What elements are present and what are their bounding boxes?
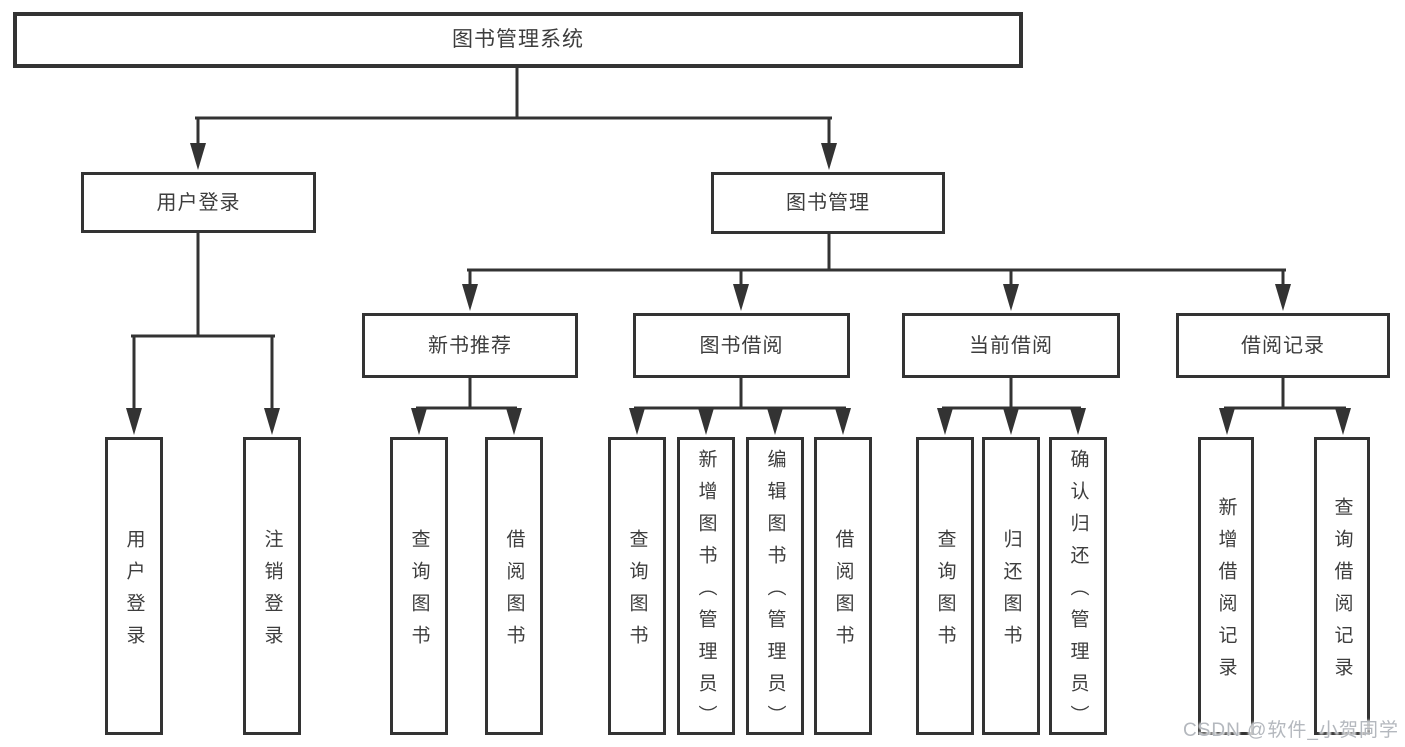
node-leaf-confirm-return: 确认归还（管理员）: [1049, 437, 1107, 737]
node-user-login: 用户登录: [81, 172, 316, 233]
node-label: 新增借阅记录: [1215, 496, 1237, 689]
arrowhead-down-icon: [462, 284, 478, 311]
node-root: 图书管理系统: [13, 12, 1023, 68]
arrowhead-down-icon: [126, 408, 142, 435]
node-leaf-edit-book: 编辑图书（管理员）: [746, 437, 804, 737]
node-label: 用户登录: [123, 528, 145, 657]
node-label: 借阅图书: [832, 528, 854, 657]
watermark-text: CSDN @软件_小贺同学: [1183, 720, 1399, 741]
node-label: 图书管理系统: [452, 28, 584, 52]
connector-root-split: [190, 66, 837, 170]
arrowhead-down-icon: [1070, 408, 1086, 435]
node-label: 查询图书: [934, 528, 956, 657]
arrowhead-down-icon: [767, 408, 783, 435]
node-label: 查询借阅记录: [1331, 496, 1353, 689]
connector-current-borrow-split: [937, 376, 1086, 435]
node-label: 借阅记录: [1241, 334, 1325, 357]
node-leaf-borrow-book-1: 借阅图书: [485, 437, 543, 735]
node-label: 编辑图书（管理员）: [764, 448, 786, 737]
node-current-borrow: 当前借阅: [902, 313, 1120, 378]
arrowhead-down-icon: [1003, 408, 1019, 435]
node-label: 图书管理: [786, 192, 870, 214]
node-book-borrow: 图书借阅: [633, 313, 850, 378]
arrowhead-down-icon: [1219, 408, 1235, 435]
connector-book-borrow-split: [629, 376, 851, 435]
arrowhead-down-icon: [190, 143, 206, 170]
node-label: 当前借阅: [969, 334, 1053, 357]
node-label: 新增图书（管理员）: [695, 448, 717, 737]
arrowhead-down-icon: [1275, 284, 1291, 311]
node-book-mgmt: 图书管理: [711, 172, 945, 234]
node-label: 注销登录: [261, 528, 283, 657]
connector-book-mgmt-split: [462, 232, 1291, 311]
node-leaf-add-record: 新增借阅记录: [1198, 437, 1254, 735]
arrowhead-down-icon: [835, 408, 851, 435]
node-label: 查询图书: [408, 528, 430, 657]
arrowhead-down-icon: [1335, 408, 1351, 435]
node-leaf-query-book-1: 查询图书: [390, 437, 448, 735]
connector-new-book-rec-split: [411, 376, 522, 435]
arrowhead-down-icon: [698, 408, 714, 435]
node-new-book-rec: 新书推荐: [362, 313, 578, 378]
arrowhead-down-icon: [1003, 284, 1019, 311]
arrowhead-down-icon: [733, 284, 749, 311]
connector-borrow-records-split: [1219, 376, 1351, 435]
arrowhead-down-icon: [937, 408, 953, 435]
node-leaf-return-book: 归还图书: [982, 437, 1040, 735]
node-label: 图书借阅: [699, 334, 784, 357]
arrowhead-down-icon: [629, 408, 645, 435]
node-borrow-records: 借阅记录: [1176, 313, 1390, 378]
node-leaf-query-record: 查询借阅记录: [1314, 437, 1370, 735]
node-label: 借阅图书: [503, 528, 525, 657]
node-leaf-logout: 注销登录: [243, 437, 301, 735]
arrowhead-down-icon: [411, 408, 427, 435]
node-label: 归还图书: [1000, 528, 1022, 657]
node-label: 查询图书: [626, 528, 648, 657]
node-leaf-add-book: 新增图书（管理员）: [677, 437, 735, 737]
node-label: 确认归还（管理员）: [1067, 448, 1089, 737]
arrowhead-down-icon: [506, 408, 522, 435]
node-label: 新书推荐: [428, 334, 512, 357]
node-label: 用户登录: [156, 191, 241, 214]
node-leaf-user-login: 用户登录: [105, 437, 163, 735]
arrowhead-down-icon: [821, 143, 837, 170]
node-leaf-query-book-3: 查询图书: [916, 437, 974, 735]
node-leaf-query-book-2: 查询图书: [608, 437, 666, 735]
connector-user-login-split: [126, 231, 280, 435]
arrowhead-down-icon: [264, 408, 280, 435]
node-leaf-borrow-book-2: 借阅图书: [814, 437, 872, 735]
